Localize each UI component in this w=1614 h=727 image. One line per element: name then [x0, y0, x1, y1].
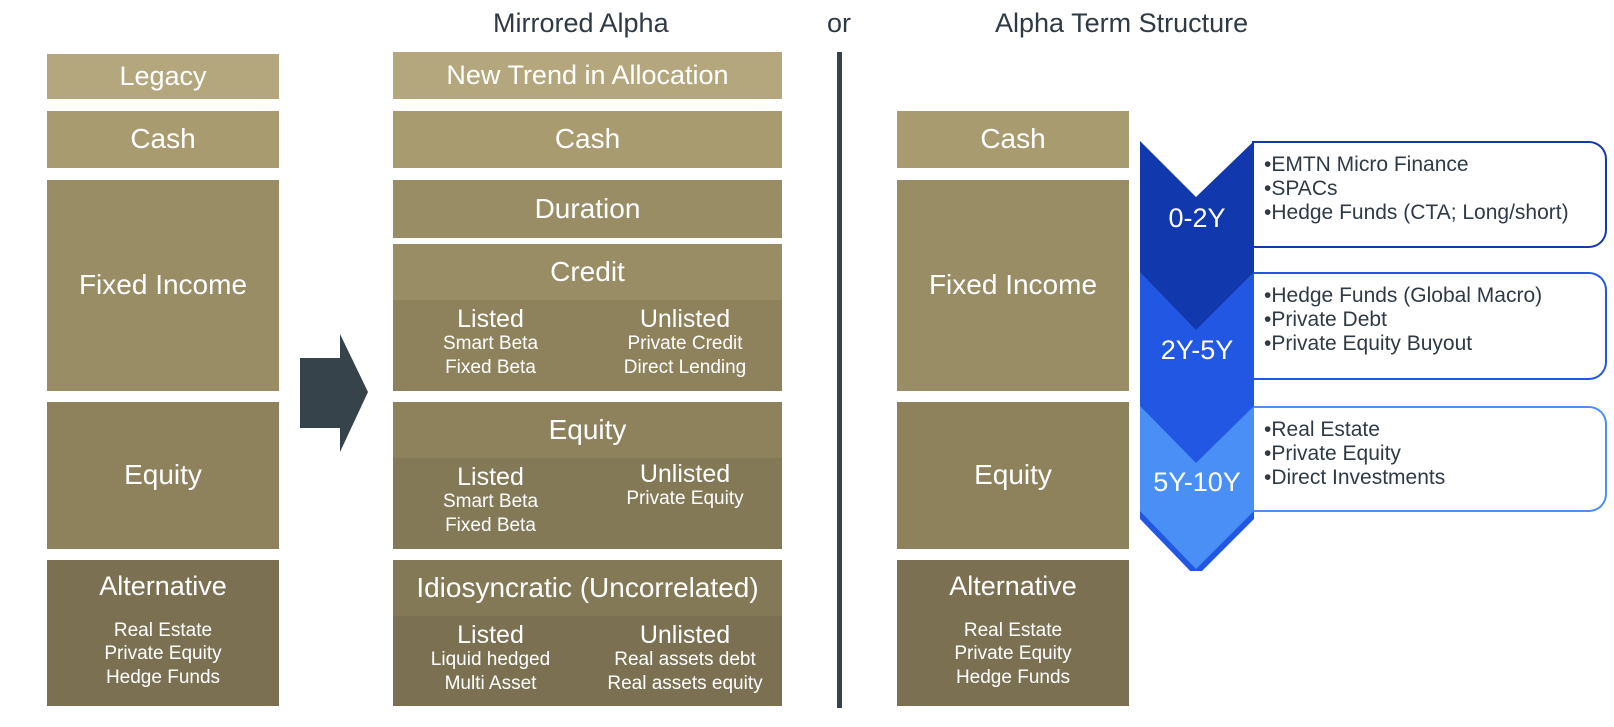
- new-trend-duration: Duration: [393, 180, 782, 238]
- equity-listed-item: Smart Beta: [442, 491, 539, 513]
- credit-listed: Listed Smart Beta Fixed Beta: [393, 300, 588, 391]
- equity-unlisted-title: Unlisted: [639, 460, 731, 488]
- stage-label-2y-5y: 2Y-5Y: [1160, 334, 1234, 365]
- legacy-cash: Cash: [47, 111, 279, 168]
- stage-2y-5y-bullets: •Hedge Funds (Global Macro) •Private Deb…: [1252, 272, 1607, 380]
- idiosyncratic-unlisted: Unlisted Real assets debt Real assets eq…: [588, 616, 782, 706]
- stage-bullet-item: •Real Estate: [1264, 418, 1380, 441]
- stage-bullet-item: •Hedge Funds (Global Macro): [1264, 284, 1543, 307]
- credit-unlisted-item: Direct Lending: [623, 357, 747, 378]
- header-mirrored-alpha: Mirrored Alpha: [493, 8, 669, 38]
- equity-listed-item: Fixed Beta: [445, 515, 536, 536]
- idiosyncratic-listed: Listed Liquid hedged Multi Asset: [393, 616, 588, 706]
- stage-0-2y-bullets: •EMTN Micro Finance •SPACs •Hedge Funds …: [1252, 141, 1607, 248]
- new-trend-credit-title: Credit: [393, 244, 782, 300]
- credit-unlisted: Unlisted Private Credit Direct Lending: [588, 300, 782, 391]
- term-alternative-title: Alternative: [949, 571, 1077, 601]
- idiosyncratic-listed-title: Listed: [457, 621, 524, 649]
- legacy-alternative-item: Private Equity: [104, 643, 222, 665]
- stage-bullet-item: •Hedge Funds (CTA; Long/short): [1264, 201, 1569, 224]
- term-alternative: Alternative Real Estate Private Equity H…: [897, 560, 1129, 706]
- vertical-divider: [837, 52, 842, 708]
- legacy-title: Legacy: [47, 54, 279, 99]
- legacy-alternative: Alternative Real Estate Private Equity H…: [47, 560, 279, 706]
- header-or: or: [827, 8, 852, 38]
- credit-unlisted-item: Private Credit: [627, 333, 743, 355]
- term-fixed-income: Fixed Income: [897, 180, 1129, 391]
- new-trend-idiosyncratic-title: Idiosyncratic (Uncorrelated): [393, 560, 782, 616]
- equity-unlisted: Unlisted Private Equity: [588, 458, 782, 549]
- credit-listed-item: Fixed Beta: [445, 357, 536, 378]
- equity-listed: Listed Smart Beta Fixed Beta: [393, 458, 588, 549]
- term-alternative-item: Hedge Funds: [955, 667, 1071, 689]
- legacy-alternative-title: Alternative: [99, 571, 227, 601]
- term-alternative-item: Private Equity: [954, 643, 1072, 665]
- legacy-alternative-item: Real Estate: [113, 619, 213, 641]
- stage-bullet-item: •EMTN Micro Finance: [1264, 153, 1469, 176]
- equity-unlisted-item: Private Equity: [626, 488, 744, 510]
- stage-5y-10y-bullets: •Real Estate •Private Equity •Direct Inv…: [1252, 406, 1607, 512]
- stage-bullet-item: •Private Equity Buyout: [1264, 332, 1473, 355]
- idiosyncratic-unlisted-title: Unlisted: [639, 621, 731, 649]
- term-alternative-item: Real Estate: [963, 619, 1063, 641]
- header-alpha-term-structure: Alpha Term Structure: [995, 8, 1249, 38]
- credit-listed-item: Smart Beta: [442, 333, 539, 355]
- legacy-alternative-item: Hedge Funds: [105, 667, 221, 689]
- stage-label-5y-10y: 5Y-10Y: [1153, 466, 1241, 497]
- legacy-fixed-income: Fixed Income: [47, 180, 279, 391]
- chevron-5y-10y: [1140, 406, 1254, 569]
- term-chevrons: [1140, 141, 1254, 571]
- idiosyncratic-listed-item: Multi Asset: [444, 673, 537, 694]
- term-equity: Equity: [897, 402, 1129, 549]
- new-trend-equity-title: Equity: [393, 402, 782, 458]
- stage-bullet-item: •Private Debt: [1264, 308, 1387, 331]
- idiosyncratic-listed-item: Liquid hedged: [430, 649, 551, 671]
- idiosyncratic-unlisted-item: Real assets equity: [607, 673, 763, 694]
- stage-bullet-item: •Direct Investments: [1264, 466, 1446, 489]
- new-trend-cash: Cash: [393, 111, 782, 168]
- new-trend-title: New Trend in Allocation: [393, 52, 782, 99]
- stage-label-0-2y: 0-2Y: [1168, 202, 1226, 233]
- credit-listed-title: Listed: [457, 305, 524, 333]
- term-cash: Cash: [897, 111, 1129, 168]
- credit-unlisted-title: Unlisted: [639, 305, 731, 333]
- stage-bullet-item: •Private Equity: [1264, 442, 1401, 465]
- idiosyncratic-unlisted-item: Real assets debt: [614, 649, 756, 671]
- right-arrow-icon: [300, 334, 368, 452]
- legacy-equity: Equity: [47, 402, 279, 549]
- equity-listed-title: Listed: [457, 463, 524, 491]
- stage-bullet-item: •SPACs: [1264, 177, 1338, 200]
